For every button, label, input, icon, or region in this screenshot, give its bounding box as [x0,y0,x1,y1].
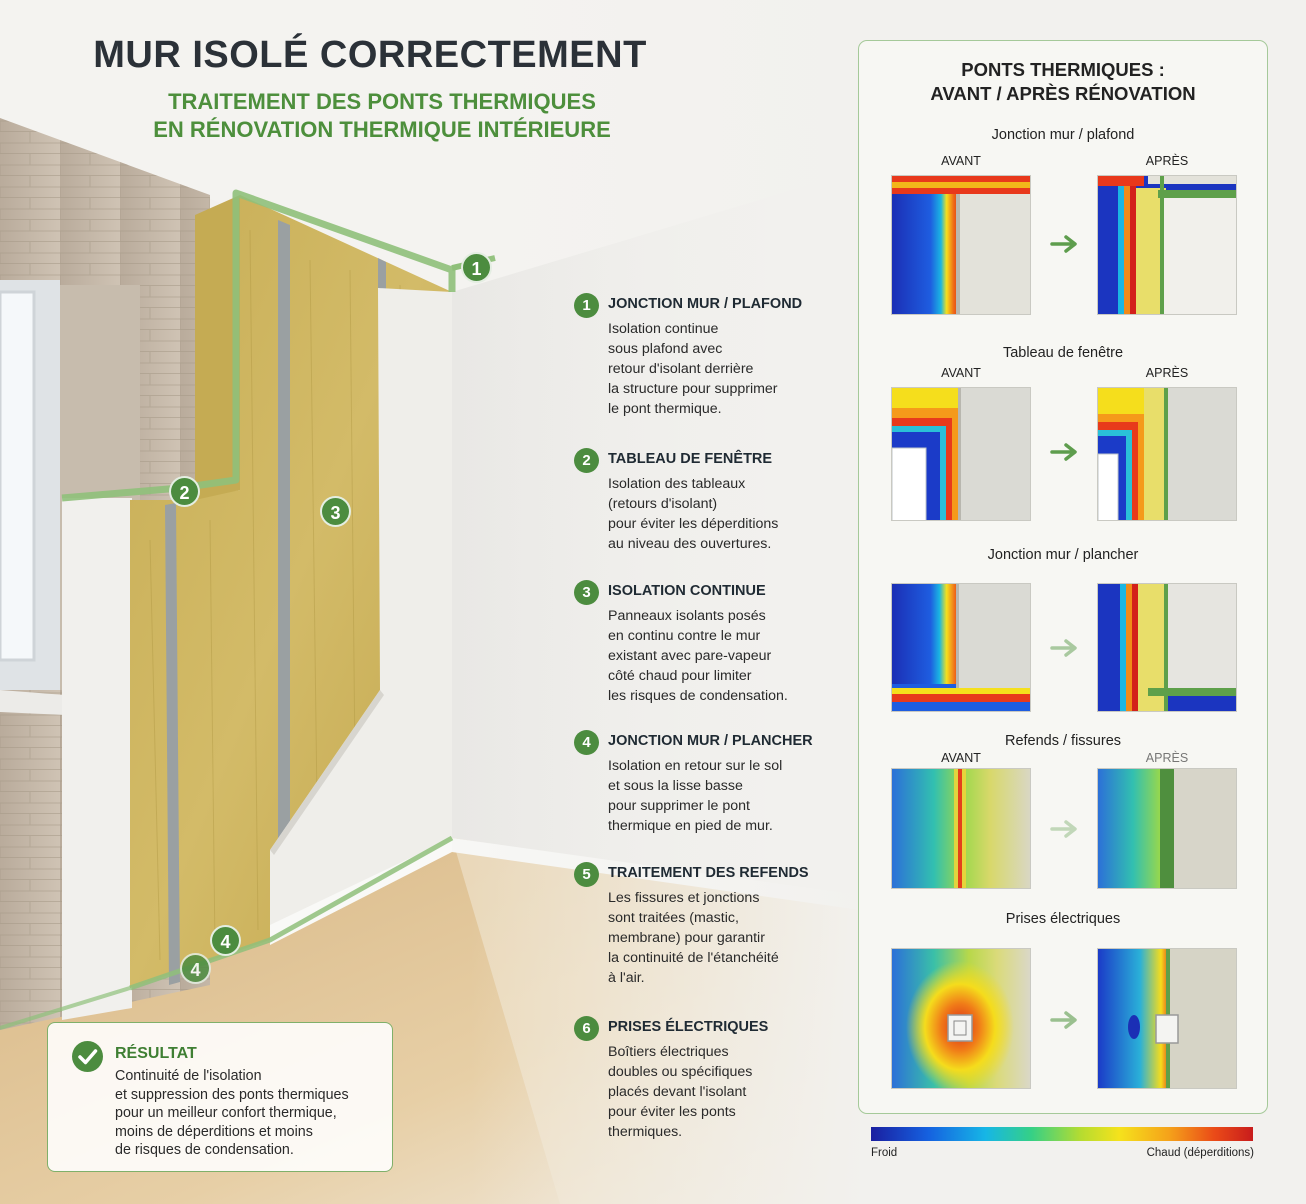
page-title: MUR ISOLÉ CORRECTEMENT [93,34,647,76]
marker-3: 3 [320,496,351,527]
before-label: AVANT [941,751,981,765]
item-1: 1 JONCTION MUR / PLAFOND Isolation conti… [574,293,844,423]
item-title: ISOLATION CONTINUE [608,583,766,599]
item-number: 5 [574,862,599,887]
item-text: Boîtiers électriques doubles ou spécifiq… [608,1044,753,1140]
section-title: Jonction mur / plancher [987,547,1139,563]
item-text: Isolation des tableaux (retours d'isolan… [608,476,779,552]
item-title: TRAITEMENT DES REFENDS [608,865,809,881]
arrow-right-icon [1050,1011,1077,1029]
legend-hot-label: Chaud (déperditions) [1146,1147,1254,1159]
page-subtitle: TRAITEMENT DES PONTS THERMIQUES EN RÉNOV… [0,88,764,144]
marker-4-bis: 4 [180,953,211,984]
arrow-right-icon [1050,235,1077,253]
arrow-right-icon [1050,443,1077,461]
item-title: PRISES ÉLECTRIQUES [608,1019,769,1035]
item-number: 1 [574,293,599,318]
section-title: Prises électriques [1005,911,1121,927]
arrow-right-icon [1050,639,1077,657]
legend-cold-label: Froid [871,1147,898,1159]
after-label: APRÈS [1145,366,1189,380]
item-text: Panneaux isolants posés en continu contr… [608,608,788,704]
thermal-after-sockets [1097,948,1237,1089]
item-2: 2 TABLEAU DE FENÊTRE Isolation des table… [574,448,844,558]
panel-title-line-2: AVANT / APRÈS RÉNOVATION [930,83,1196,104]
item-number: 3 [574,580,599,605]
section-title: Tableau de fenêtre [1002,345,1124,361]
thermal-before-cracks [891,768,1031,889]
arrow-right-icon [1050,820,1077,838]
thermal-after-window [1097,387,1237,521]
thermal-after-floor [1097,583,1237,712]
section-title: Refends / fissures [1004,733,1122,749]
panel-title: PONTS THERMIQUES : AVANT / APRÈS RÉNOVAT… [858,58,1268,106]
thermal-before-sockets [891,948,1031,1089]
before-label: AVANT [941,366,981,380]
item-4: 4 JONCTION MUR / PLANCHER Isolation en r… [574,730,844,840]
item-title: JONCTION MUR / PLAFOND [608,296,803,312]
item-5: 5 TRAITEMENT DES REFENDS Les fissures et… [574,862,844,992]
item-3: 3 ISOLATION CONTINUE Panneaux isolants p… [574,580,844,710]
after-label: APRÈS [1145,154,1189,168]
panel-title-line-1: PONTS THERMIQUES : [961,59,1165,80]
before-label: AVANT [941,154,981,168]
item-text: Isolation continue sous plafond avec ret… [608,321,778,417]
item-text: Les fissures et jonctions sont traitées … [608,890,779,986]
result-box: RÉSULTAT Continuité de l'isolation et su… [47,1022,393,1172]
thermal-before-floor [891,583,1031,712]
result-title: RÉSULTAT [115,1045,197,1062]
item-title: TABLEAU DE FENÊTRE [608,451,773,467]
item-number: 6 [574,1016,599,1041]
after-label: APRÈS [1145,751,1189,765]
thermal-after-cracks [1097,768,1237,889]
check-icon [72,1041,103,1072]
item-text: Isolation en retour sur le sol et sous l… [608,758,783,834]
item-title: JONCTION MUR / PLANCHER [608,733,813,749]
subtitle-line-2: EN RÉNOVATION THERMIQUE INTÉRIEURE [153,117,611,142]
marker-1: 1 [461,252,492,283]
thermal-before-window [891,387,1031,521]
thermal-before-ceiling [891,175,1031,315]
marker-4: 4 [210,925,241,956]
item-number: 2 [574,448,599,473]
item-6: 6 PRISES ÉLECTRIQUES Boîtiers électrique… [574,1016,844,1146]
result-text: Continuité de l'isolation et suppression… [115,1068,349,1158]
item-number: 4 [574,730,599,755]
marker-2: 2 [169,476,200,507]
temperature-scale [871,1127,1253,1141]
subtitle-line-1: TRAITEMENT DES PONTS THERMIQUES [168,89,596,114]
thermal-after-ceiling [1097,175,1237,315]
section-title: Jonction mur / plafond [991,127,1135,143]
